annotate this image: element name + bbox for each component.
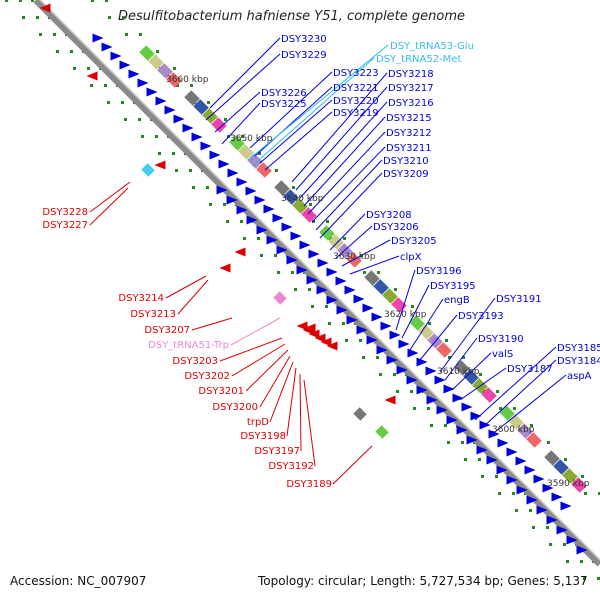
red-gene-label-8: DSY3200	[212, 402, 258, 413]
blue-gene-label-14: DSY3210	[383, 156, 429, 167]
scale-label-5: 3610 kbp	[437, 367, 480, 377]
red-gene-label-3: DSY3213	[130, 309, 176, 320]
blue-gene-label-10: DSY3216	[388, 98, 434, 109]
scale-label-3: 3630 kbp	[333, 252, 376, 262]
gene-labels: DSY3230DSY3229DSY3226DSY3225DSY3223DSY32…	[42, 34, 600, 490]
blue-gene-label-5: DSY3221	[333, 83, 379, 94]
blue-gene-label-20: DSY3196	[416, 266, 462, 277]
genome-summary-text: Topology: circular; Length: 5,727,534 bp…	[258, 574, 588, 588]
blue-gene-label-21: DSY3195	[430, 281, 476, 292]
blue-gene-label-22: engB	[444, 295, 470, 306]
genome-title: Desulfitobacterium hafniense Y51, comple…	[118, 9, 466, 24]
red-gene-label-12: DSY3192	[268, 461, 314, 472]
blue-gene-label-9: DSY3217	[388, 83, 434, 94]
scale-label-7: 3590 kbp	[547, 479, 590, 489]
blue-gene-label-29: DSY3184	[557, 356, 600, 367]
red-gene-label-9: trpD	[247, 417, 269, 428]
blue-gene-label-17: DSY3206	[373, 222, 419, 233]
blue-gene-label-8: DSY3218	[388, 69, 434, 80]
red-gene-label-7: DSY3201	[198, 386, 244, 397]
scale-label-4: 3620 kbp	[384, 310, 427, 320]
red-gene-label-5: DSY3203	[172, 356, 218, 367]
blue-gene-label-19: clpX	[400, 252, 422, 263]
red-gene-label-4: DSY3207	[144, 325, 190, 336]
accession-text: Accession: NC_007907	[10, 574, 147, 588]
red-gene-label-13: DSY3189	[286, 479, 332, 490]
blue-gene-label-25: DSY3190	[478, 334, 524, 345]
red-gene-label-2: DSY3214	[118, 293, 164, 304]
blue-gene-label-12: DSY3212	[386, 128, 432, 139]
blue-gene-label-24: DSY3191	[496, 294, 542, 305]
blue-gene-label-26: valS	[492, 349, 513, 360]
blue-gene-label-18: DSY3205	[391, 236, 437, 247]
blue-gene-label-4: DSY3223	[333, 68, 379, 79]
blue-gene-label-0: DSY3230	[281, 34, 327, 45]
trna-label-0: DSY_tRNA53-Glu	[390, 41, 474, 52]
blue-gene-label-7: DSY3219	[333, 108, 379, 119]
label-leaders	[89, 37, 567, 485]
blue-gene-label-30: aspA	[567, 371, 592, 382]
red-gene-label-0: DSY3228	[42, 207, 88, 218]
red-gene-label-6: DSY3202	[184, 371, 230, 382]
blue-gene-label-6: DSY3220	[333, 96, 379, 107]
red-gene-label-11: DSY3197	[254, 446, 300, 457]
trna-label-reverse-0: DSY_tRNA51-Trp	[148, 340, 229, 351]
blue-gene-label-16: DSY3208	[366, 210, 412, 221]
blue-gene-label-11: DSY3215	[386, 113, 432, 124]
scale-label-6: 3600 kbp	[492, 425, 535, 435]
tick-dot-guides	[5, 0, 600, 580]
blue-gene-label-13: DSY3211	[386, 143, 432, 154]
blue-gene-label-1: DSY3229	[281, 50, 327, 61]
blue-gene-label-28: DSY3185	[557, 343, 600, 354]
blue-gene-label-15: DSY3209	[383, 169, 429, 180]
scale-label-0: 3660 kbp	[166, 75, 209, 85]
trna-label-1: DSY_tRNA52-Met	[376, 54, 461, 65]
blue-gene-label-23: DSY3193	[458, 311, 504, 322]
scale-labels: 3660 kbp 3650 kbp 3640 kbp 3630 kbp 3620 kbp…	[166, 75, 590, 489]
scale-label-2: 3640 kbp	[281, 194, 324, 204]
scale-label-1: 3650 kbp	[230, 134, 273, 144]
blue-gene-label-3: DSY3225	[261, 99, 307, 110]
blue-gene-label-2: DSY3226	[261, 88, 307, 99]
red-gene-label-1: DSY3227	[42, 220, 88, 231]
red-gene-label-10: DSY3198	[240, 431, 286, 442]
blue-gene-label-27: DSY3187	[507, 364, 553, 375]
